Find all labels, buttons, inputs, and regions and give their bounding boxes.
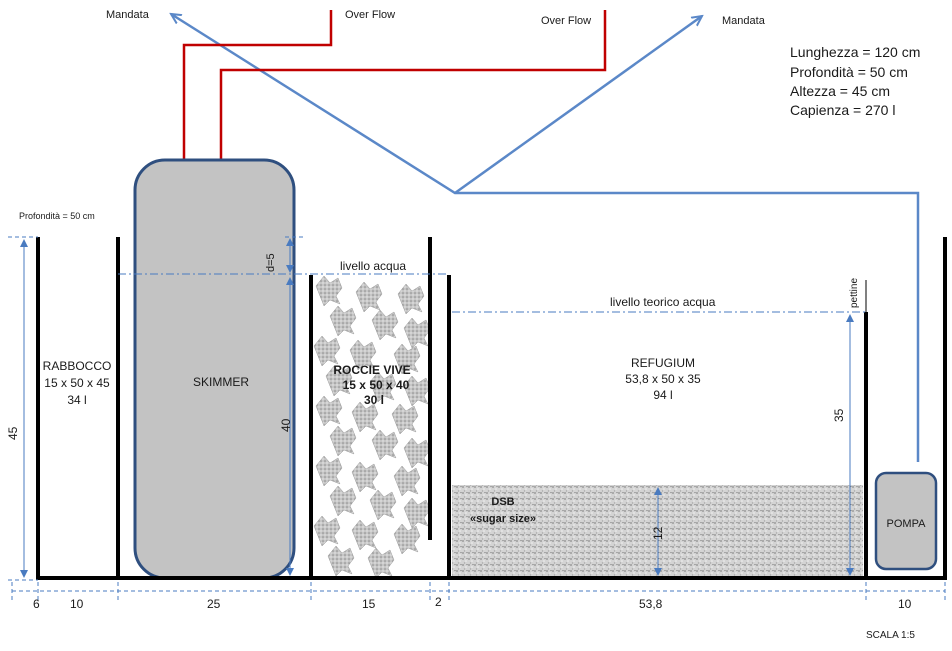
rabbocco-name: RABBOCCO xyxy=(43,359,112,373)
dim-45-label: 45 xyxy=(6,426,20,440)
mandata-right-pipe xyxy=(454,16,702,195)
live-rocks xyxy=(313,275,431,579)
bottom-dim-10-left: 10 xyxy=(70,597,84,611)
bottom-dim-53-8: 53,8 xyxy=(639,597,663,611)
bottom-dim-25: 25 xyxy=(207,597,221,611)
water-level-label: livello acqua xyxy=(340,259,406,273)
spec-height: Altezza = 45 cm xyxy=(790,83,890,99)
scale-label: SCALA 1:5 xyxy=(866,630,915,641)
rocks-dims: 15 x 50 x 40 xyxy=(343,378,410,392)
rabbocco-dims: 15 x 50 x 45 xyxy=(44,376,110,390)
vertical-dimensions: 45 d=5 40 35 12 xyxy=(6,236,854,581)
pettine-label: pettine xyxy=(849,278,860,308)
rocks-volume: 30 l xyxy=(364,393,384,407)
refugium-dims: 53,8 x 50 x 35 xyxy=(625,372,701,386)
bottom-dim-15: 15 xyxy=(362,597,376,611)
spec-depth: Profondità = 50 cm xyxy=(790,64,908,80)
rocks-name: ROCCIE VIVE xyxy=(333,363,410,377)
spec-capacity: Capienza = 270 l xyxy=(790,102,895,118)
bottom-dimensions: 6 10 25 15 2 53,8 10 xyxy=(11,582,946,611)
bottom-dim-10-right: 10 xyxy=(898,597,912,611)
pump-label: POMPA xyxy=(887,518,927,530)
overflow-left-label: Over Flow xyxy=(345,9,395,21)
tank-walls xyxy=(36,237,947,580)
bottom-dim-6: 6 xyxy=(33,597,40,611)
skimmer-body xyxy=(133,158,296,580)
bottom-dim-2: 2 xyxy=(435,595,442,609)
mandata-left-pipe xyxy=(171,14,920,462)
theoretical-water-level-label: livello teorico acqua xyxy=(610,295,716,309)
mandata-right-label: Mandata xyxy=(722,15,766,27)
dim-d5-label: d=5 xyxy=(265,253,277,272)
spec-length: Lunghezza = 120 cm xyxy=(790,44,920,60)
dsb-sugar-size: «sugar size» xyxy=(470,513,536,525)
dim-40-label: 40 xyxy=(279,418,293,432)
refugium-volume: 94 l xyxy=(653,388,672,402)
rabbocco-volume: 34 l xyxy=(67,393,86,407)
skimmer-label: SKIMMER xyxy=(193,375,249,389)
mandata-pipes xyxy=(171,14,920,462)
specs-block: Lunghezza = 120 cm Profondità = 50 cm Al… xyxy=(790,44,920,118)
mandata-left-label: Mandata xyxy=(106,9,150,21)
depth-note: Profondità = 50 cm xyxy=(19,211,95,221)
pump-body xyxy=(874,471,938,571)
refugium-name: REFUGIUM xyxy=(631,356,695,370)
overflow-right-label: Over Flow xyxy=(541,15,591,27)
dim-35-label: 35 xyxy=(832,408,846,422)
dsb-label: DSB xyxy=(491,496,514,508)
dim-12-label: 12 xyxy=(651,526,665,540)
